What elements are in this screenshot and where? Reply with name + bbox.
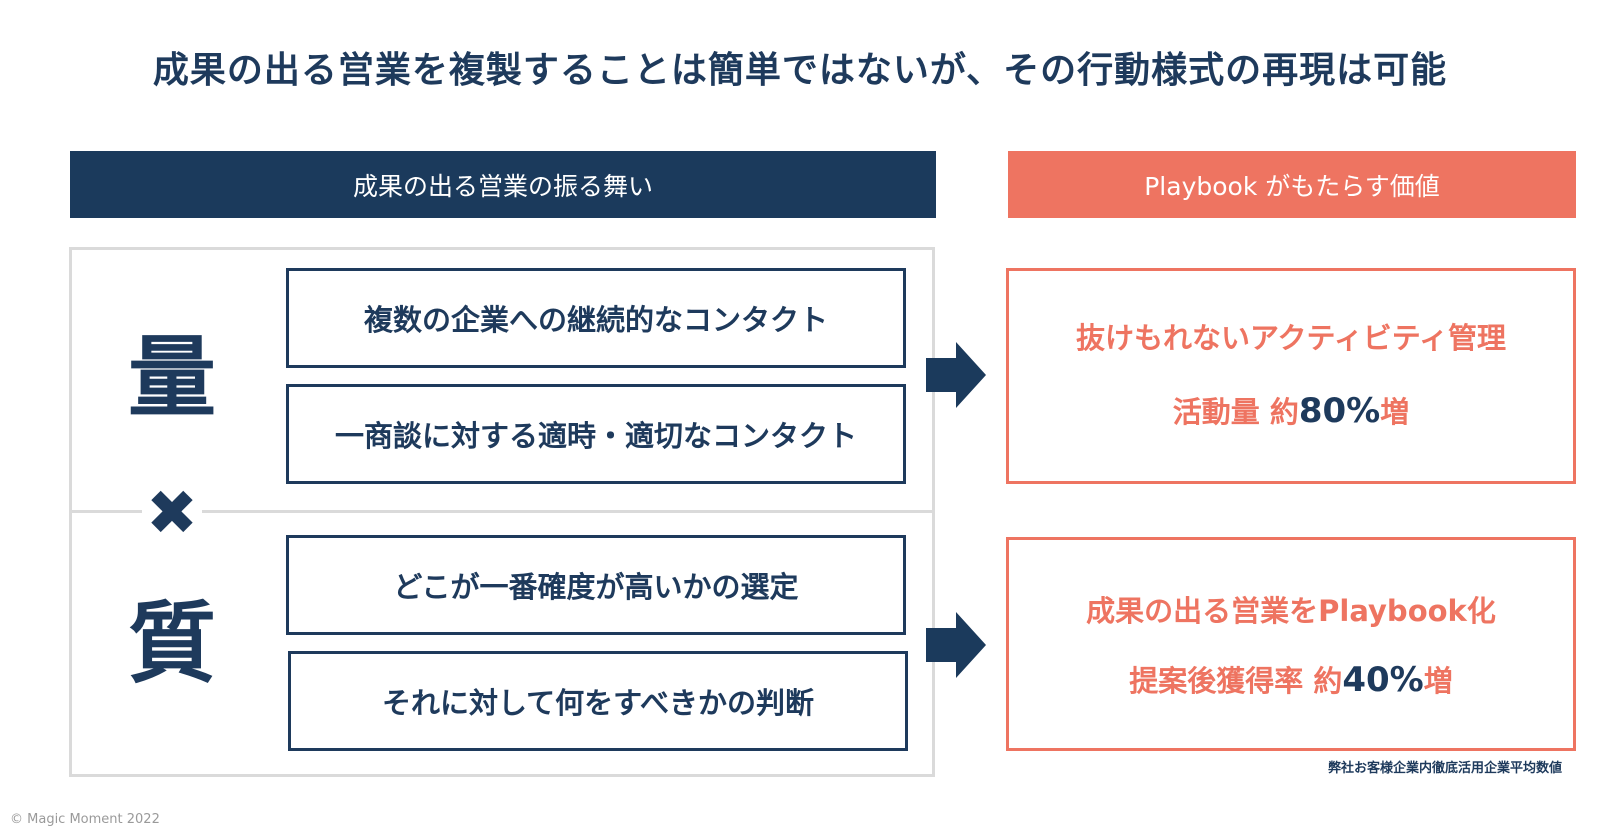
metric-label: 提案後獲得率 約 (1129, 664, 1343, 698)
behavior-item: どこが一番確度が高いかの選定 (286, 535, 906, 635)
value-headline: 抜けもれないアクティビティ管理 (1075, 321, 1507, 355)
metric-number: 80% (1298, 391, 1381, 431)
value-box-activity: 抜けもれないアクティビティ管理 活動量 約80%増 (1006, 268, 1576, 484)
behavior-item: それに対して何をすべきかの判断 (288, 651, 908, 751)
metric-suffix: 増 (1380, 395, 1410, 429)
footnote: 弊社お客様企業内徹底活用企業平均数値 (1327, 761, 1562, 776)
behaviors-header: 成果の出る営業の振る舞い (70, 151, 936, 218)
cross-icon: ✖ (142, 482, 202, 544)
right-arrow-icon (926, 342, 986, 408)
quantity-label: 量 (127, 326, 216, 429)
right-arrow-icon (926, 612, 986, 678)
value-box-playbook: 成果の出る営業をPlaybook化 提案後獲得率 約40%増 (1006, 537, 1576, 751)
metric-suffix: 増 (1423, 664, 1453, 698)
value-header: Playbook がもたらす価値 (1008, 151, 1576, 218)
copyright: © Magic Moment 2022 (10, 812, 160, 827)
value-headline: 成果の出る営業をPlaybook化 (1086, 594, 1496, 628)
metric-label: 活動量 約 (1172, 395, 1299, 429)
metric-number: 40% (1342, 660, 1424, 700)
panel-divider (69, 510, 935, 513)
quality-label: 質 (127, 592, 216, 695)
behavior-item: 複数の企業への継続的なコンタクト (286, 268, 906, 368)
value-metric: 活動量 約80%増 (1009, 389, 1573, 431)
page-title: 成果の出る営業を複製することは簡単ではないが、その行動様式の再現は可能 (152, 50, 1448, 91)
behavior-item: 一商談に対する適時・適切なコンタクト (286, 384, 906, 484)
value-metric: 提案後獲得率 約40%増 (1009, 658, 1573, 700)
